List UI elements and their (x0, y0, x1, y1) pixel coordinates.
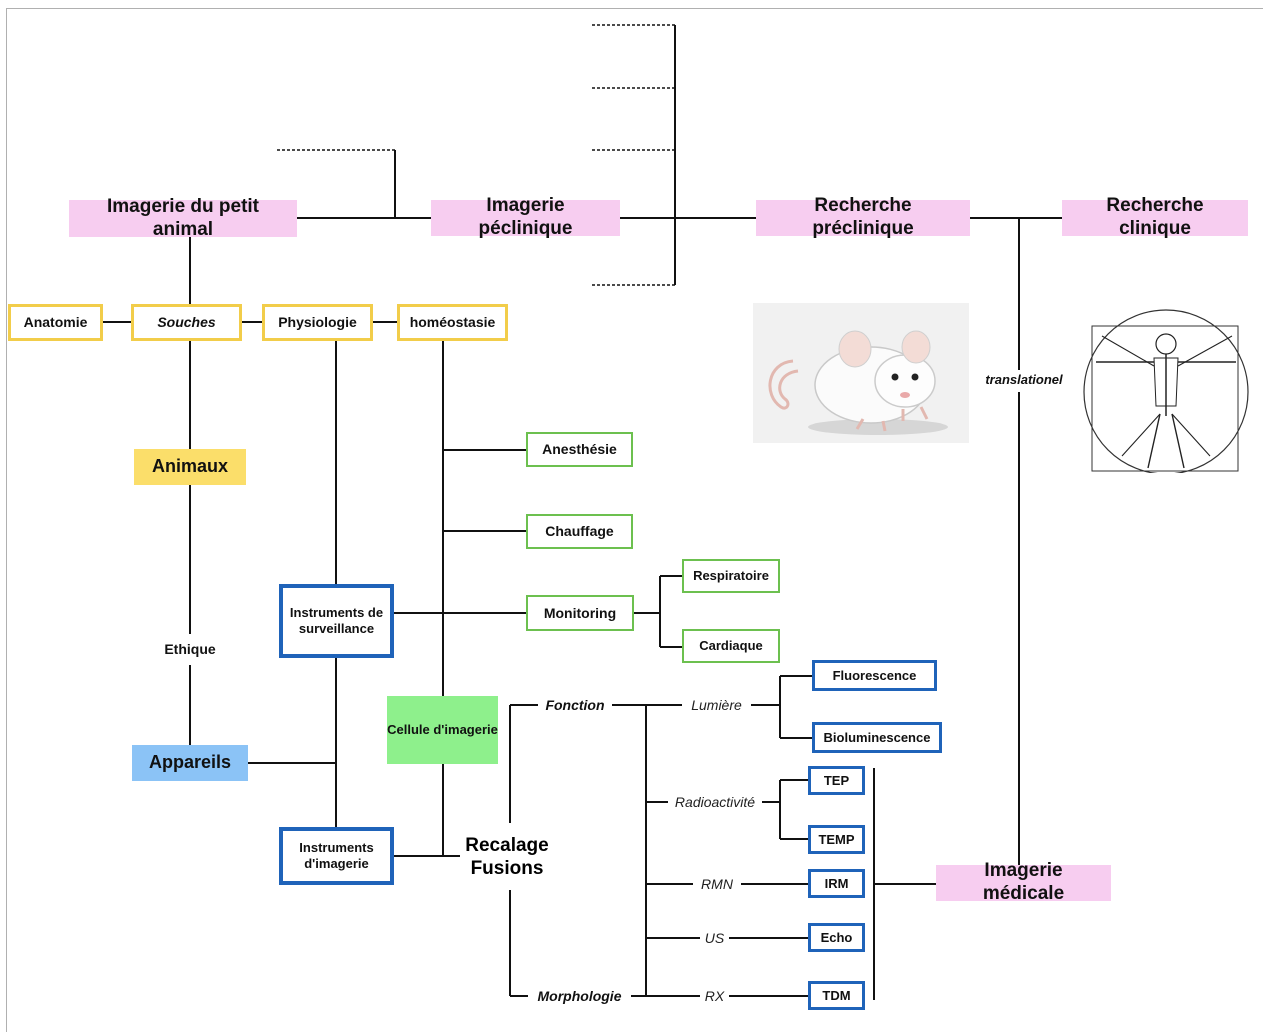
morphologie-label: Morphologie (537, 987, 622, 1004)
recalage-fusions-label: Recalage Fusions (452, 834, 562, 880)
fluorescence-node: Fluorescence (812, 660, 937, 691)
anesthesie-node: Anesthésie (526, 432, 633, 467)
instruments-imagerie-node: Instruments d'imagerie (279, 827, 394, 885)
respiratoire-node: Respiratoire (682, 559, 780, 593)
imagerie-petit-animal-node: Imagerie du petit animal (69, 196, 297, 240)
canvas-frame (6, 8, 1263, 1032)
chauffage-node: Chauffage (526, 514, 633, 549)
translationel-label: translationel (976, 370, 1072, 390)
lumiere-label: Lumière (691, 696, 742, 713)
cellule-imagerie-node: Cellule d'imagerie (387, 696, 498, 764)
recherche-preclinique-node: Recherche préclinique (756, 195, 970, 239)
recherche-clinique-node: Recherche clinique (1062, 195, 1248, 239)
irm-node: IRM (808, 869, 865, 898)
rx-label: RX (704, 987, 725, 1004)
rmn-label: RMN (701, 875, 733, 892)
appareils-node: Appareils (132, 745, 248, 781)
us-label: US (704, 929, 725, 946)
physiologie-node: Physiologie (262, 304, 373, 341)
bioluminescence-node: Bioluminescence (812, 722, 942, 753)
fusions-text: Fusions (470, 858, 544, 879)
tdm-node: TDM (808, 981, 865, 1010)
tep-node: TEP (808, 766, 865, 795)
vitruvian-man-drawing (1082, 306, 1250, 475)
anatomie-node: Anatomie (8, 304, 103, 341)
cardiaque-node: Cardiaque (682, 629, 780, 663)
imagerie-medicale-node: Imagerie médicale (936, 860, 1111, 904)
imagerie-preclinique-node: Imagerie péclinique (431, 195, 620, 239)
ethique-label: Ethique (164, 640, 216, 657)
recalage-text: Recalage (465, 835, 549, 856)
homeostasie-node: homéostasie (397, 304, 508, 341)
instruments-surveillance-node: Instruments de surveillance (279, 584, 394, 658)
mouse-photo (753, 303, 969, 443)
fonction-label: Fonction (545, 696, 605, 713)
souches-node: Souches (131, 304, 242, 341)
monitoring-node: Monitoring (526, 595, 634, 631)
animaux-node: Animaux (134, 449, 246, 485)
echo-node: Echo (808, 923, 865, 952)
radioactivite-label: Radioactivité (674, 793, 756, 810)
temp-node: TEMP (808, 825, 865, 854)
